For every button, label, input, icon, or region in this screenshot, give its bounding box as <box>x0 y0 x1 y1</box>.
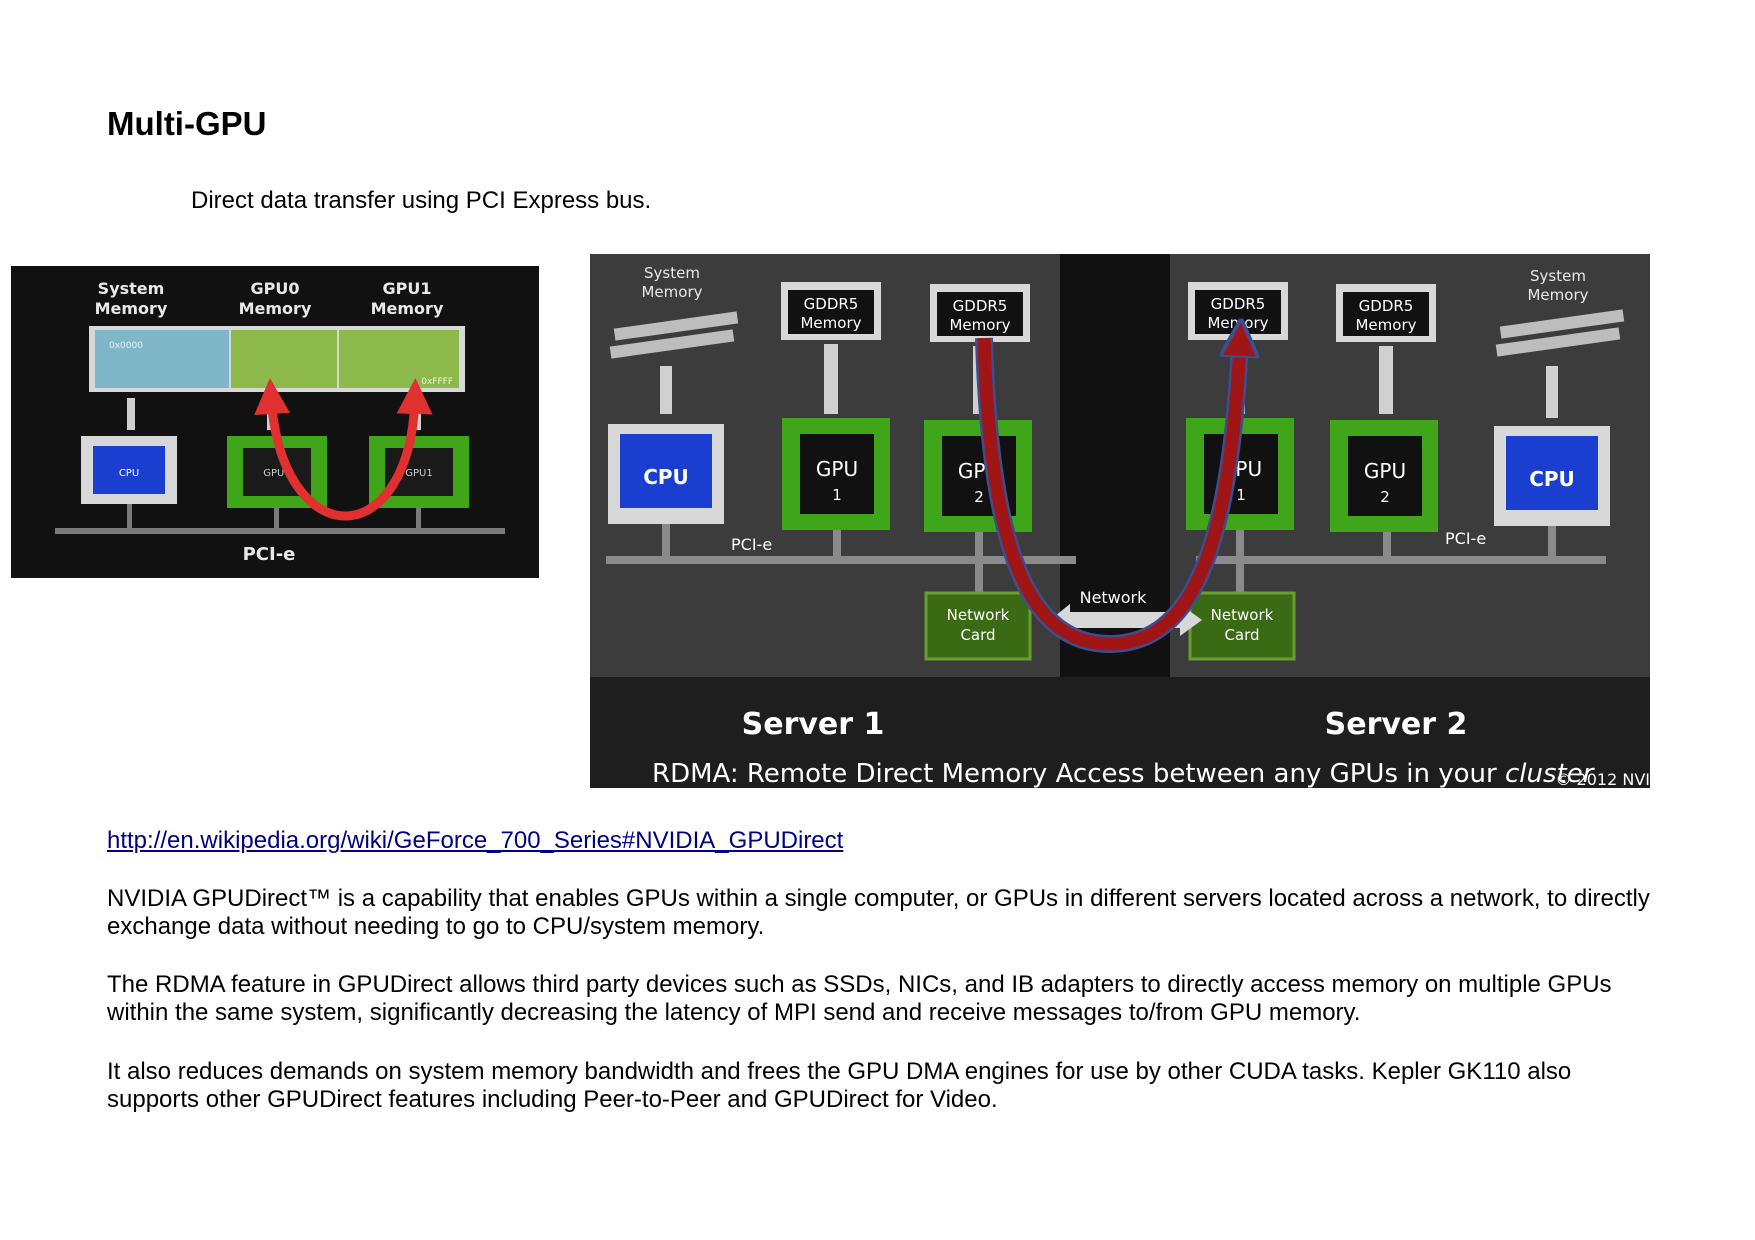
f1-gpu1mem-label-2: Memory <box>371 299 444 318</box>
s2-pcie-label: PCI-e <box>1445 529 1486 548</box>
f1-pcie-bus <box>55 528 505 534</box>
s2-network-card <box>1188 591 1296 661</box>
server1: System Memory GDDR5 Memory GDDR5 Memory … <box>606 264 1076 661</box>
paragraph-gpudirect-intro: NVIDIA GPUDirect™ is a capability that e… <box>107 885 1650 940</box>
copyright-notice: © 2012 NVI <box>1555 770 1650 788</box>
s1-gpu1-label-1: GPU <box>816 457 858 481</box>
s2-nic-label-2: Card <box>1224 626 1259 644</box>
f1-sysmem-label-1: System <box>98 279 165 298</box>
p2p-transfer-arrow <box>254 378 433 521</box>
s1-pcie-label: PCI-e <box>731 535 772 554</box>
s2-gddr5-a-label-2: Memory <box>1207 314 1268 332</box>
s2-gpu2-label-1: GPU <box>1364 459 1406 483</box>
s1-gddr5-b-label-2: Memory <box>949 316 1010 334</box>
s2-gpu1-label-2: 1 <box>1236 486 1246 504</box>
page-subtitle: Direct data transfer using PCI Express b… <box>191 187 652 214</box>
s1-sysmem-label-1: System <box>644 264 700 282</box>
f1-gpu0-label: GPU0 <box>263 468 290 479</box>
s1-sysmem-label-2: Memory <box>641 283 702 301</box>
s1-nic-label-2: Card <box>960 626 995 644</box>
f1-pcie-label: PCI-e <box>243 544 296 565</box>
f1-gpu0mem-label-1: GPU0 <box>251 279 300 298</box>
s2-gddr5-a-label-1: GDDR5 <box>1211 295 1266 313</box>
server2-title: Server 2 <box>1325 707 1468 742</box>
s1-cpu-label: CPU <box>643 465 689 489</box>
page-title: Multi-GPU <box>107 105 267 142</box>
gpu0-memory-block <box>231 330 337 388</box>
s2-nic-label-1: Network <box>1211 606 1274 624</box>
s1-nic-label-1: Network <box>947 606 1010 624</box>
s2-gddr5-b-label-2: Memory <box>1355 316 1416 334</box>
s2-ram-sticks <box>1495 309 1625 357</box>
s1-gddr5-b-label-1: GDDR5 <box>953 297 1008 315</box>
system-memory-block <box>95 330 229 388</box>
s1-gpu2-label-2: 2 <box>974 488 984 506</box>
address-end: 0xFFFF <box>421 377 453 387</box>
f1-gpu1-label: GPU1 <box>405 468 432 479</box>
paragraph-rdma-feature: The RDMA feature in GPUDirect allows thi… <box>107 971 1612 1026</box>
f1-sysmem-label-2: Memory <box>95 299 168 318</box>
server1-title: Server 1 <box>742 707 885 742</box>
s1-ram-sticks <box>609 311 739 359</box>
rdma-transfer-arrow <box>977 338 1240 651</box>
gpudirect-rdma-diagram: System Memory GDDR5 Memory GDDR5 Memory … <box>590 254 1650 788</box>
f1-gpu1mem-label-1: GPU1 <box>383 279 432 298</box>
s2-sysmem-label-1: System <box>1530 267 1586 285</box>
s1-gddr5-a-label-1: GDDR5 <box>804 295 859 313</box>
wikipedia-link[interactable]: http://en.wikipedia.org/wiki/GeForce_700… <box>107 827 844 854</box>
s2-gpu2-label-2: 2 <box>1380 488 1390 506</box>
rdma-caption-italic: cluster <box>1505 759 1596 788</box>
paragraph-kepler-features: It also reduces demands on system memory… <box>107 1058 1572 1113</box>
s2-cpu-label: CPU <box>1529 467 1575 491</box>
s1-network-card <box>924 591 1032 661</box>
s1-pcie-bus <box>606 556 1076 564</box>
rdma-caption: RDMA: Remote Direct Memory Access betwee… <box>652 759 1596 788</box>
s2-pcie-bus <box>1196 556 1606 564</box>
s2-sysmem-label-2: Memory <box>1527 286 1588 304</box>
s1-gpu1-label-2: 1 <box>832 486 842 504</box>
multi-gpu-p2p-diagram: System Memory GPU0 Memory GPU1 Memory 0x… <box>11 266 539 578</box>
address-start: 0x0000 <box>109 341 143 351</box>
network-label: Network <box>1080 588 1148 607</box>
f1-gpu0mem-label-2: Memory <box>239 299 312 318</box>
s1-gddr5-a-label-2: Memory <box>800 314 861 332</box>
f1-cpu-label: CPU <box>119 468 139 479</box>
rdma-caption-main: RDMA: Remote Direct Memory Access betwee… <box>652 759 1505 788</box>
s2-gddr5-b-label-1: GDDR5 <box>1359 297 1414 315</box>
